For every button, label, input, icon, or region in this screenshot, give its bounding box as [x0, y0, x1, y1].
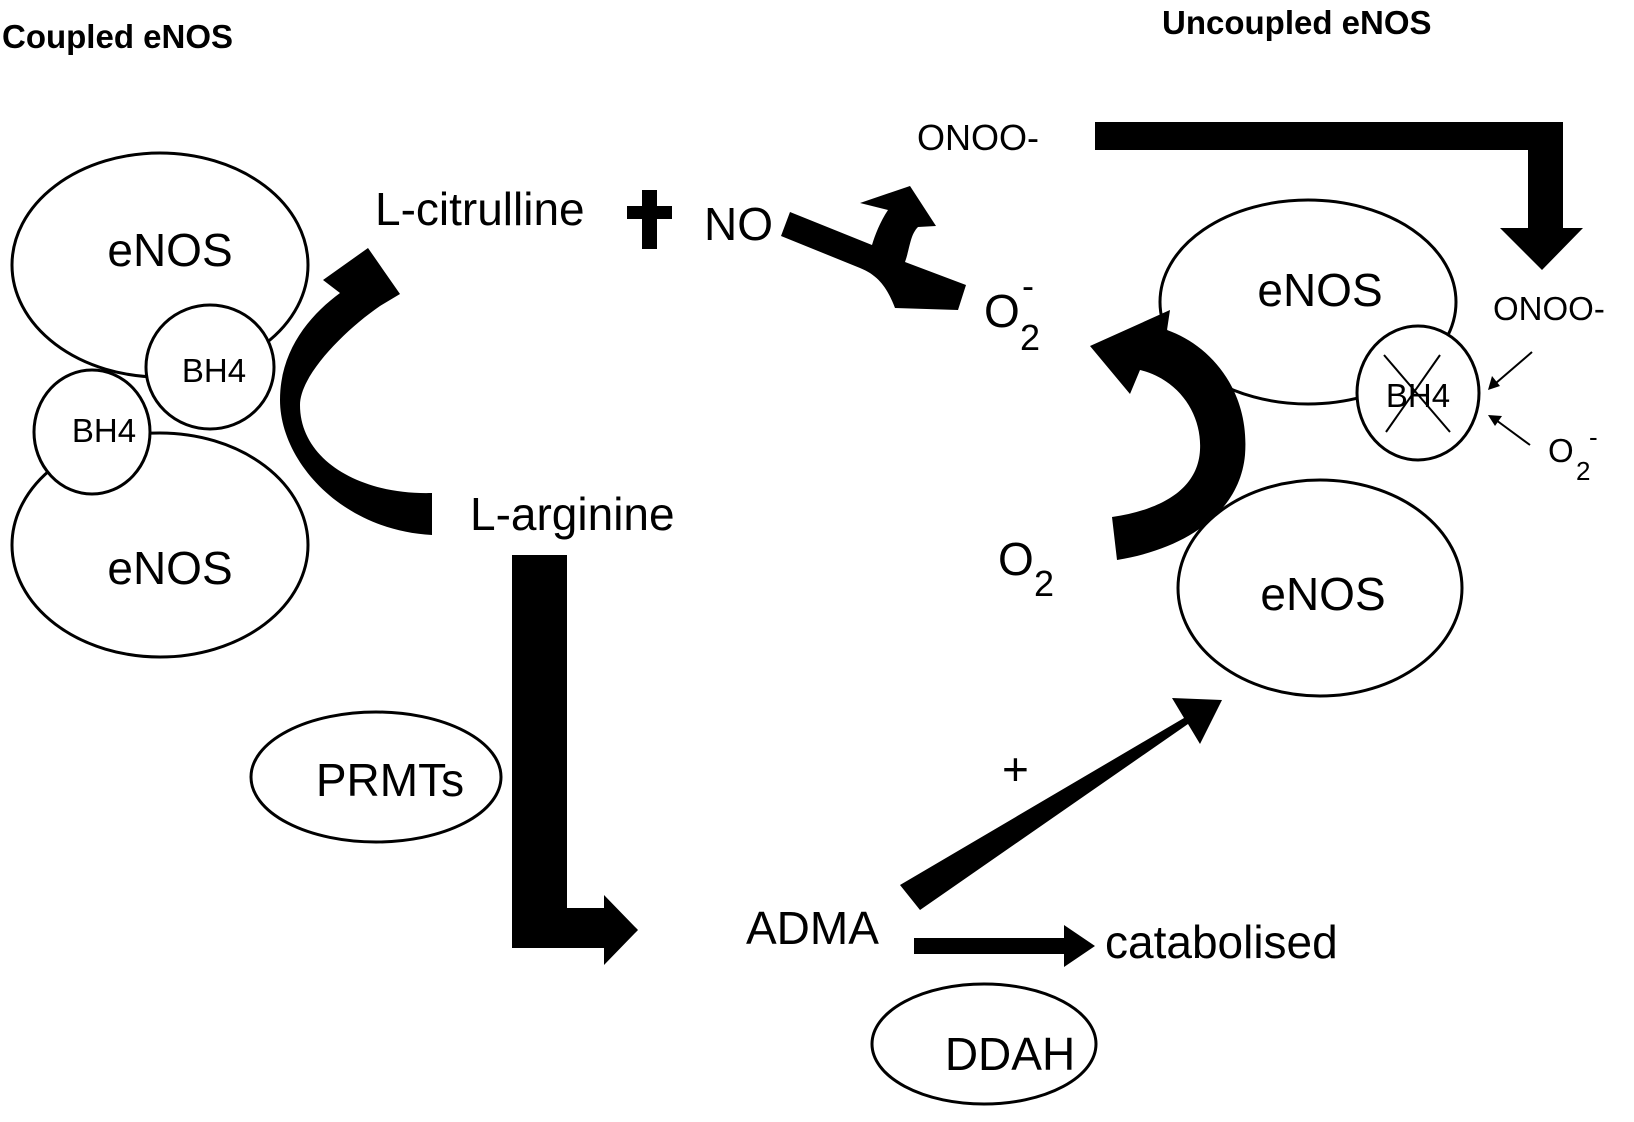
title-coupled-enos: Coupled eNOS [2, 18, 233, 55]
uncoupled-enos-top-label: eNOS [1257, 264, 1382, 316]
svg-text:2: 2 [1020, 317, 1040, 358]
bh4-cross-line-2 [1385, 354, 1441, 433]
arginine-to-adma-arrow [512, 555, 638, 965]
svg-text:-: - [1589, 422, 1598, 452]
adma-label: ADMA [746, 902, 879, 954]
svg-text:-: - [1022, 265, 1034, 306]
l-citrulline-label: L-citrulline [375, 183, 585, 235]
onoo-right-label: ONOO- [1493, 290, 1605, 327]
no-superoxide-merge-arrow [781, 186, 966, 310]
coupled-bh4-bottom-label: BH4 [72, 412, 136, 449]
plus-symbol-thick [627, 190, 672, 249]
l-arginine-label: L-arginine [470, 488, 675, 540]
onoo-feedback-arrow [1095, 122, 1583, 270]
plus-sign-label: + [1002, 743, 1029, 795]
onoo-to-bh4-small-arrow [1488, 351, 1533, 390]
ddah-ellipse [870, 982, 1098, 1106]
coupled-enos-bottom-label: eNOS [107, 542, 232, 594]
uncoupled-enos-dimer: eNOS eNOS BH4 [1158, 198, 1481, 698]
coupled-bh4-bottom-circle [32, 368, 152, 496]
coupled-enos-top-label: eNOS [107, 224, 232, 276]
svg-text:2: 2 [1034, 563, 1054, 604]
uncoupled-enos-bottom-ellipse [1176, 478, 1464, 698]
ddah-label: DDAH [945, 1028, 1075, 1080]
svg-text:2: 2 [1576, 456, 1590, 486]
adma-to-catabolised-arrow [914, 925, 1095, 967]
svg-text:O: O [998, 533, 1034, 585]
coupled-enos-dimer: eNOS eNOS BH4 BH4 [10, 151, 310, 659]
prmts-ellipse [249, 710, 503, 844]
oxygen-to-superoxide-curved-arrow [1090, 310, 1246, 560]
bh4-cross-line-1 [1383, 354, 1451, 433]
superoxide-to-bh4-small-arrow [1488, 415, 1531, 446]
svg-text:O: O [1548, 432, 1574, 469]
superoxide-small-label: O 2 - [1548, 422, 1598, 486]
coupled-bh4-top-circle [144, 303, 276, 431]
catabolised-label: catabolised [1105, 916, 1338, 968]
uncoupled-enos-bottom-label: eNOS [1260, 568, 1385, 620]
superoxide-label: O 2 - [984, 265, 1040, 358]
svg-text:O: O [984, 285, 1020, 337]
oxygen-label: O 2 [998, 533, 1054, 604]
adma-to-uncoupled-enos-arrow [900, 698, 1222, 910]
coupled-bh4-top-label: BH4 [182, 352, 246, 389]
prmts-label: PRMTs [316, 754, 464, 806]
arginine-to-citrulline-curved-arrow [280, 248, 432, 535]
no-label: NO [704, 198, 773, 250]
onoo-top-label: ONOO- [917, 117, 1039, 158]
title-uncoupled-enos: Uncoupled eNOS [1162, 4, 1432, 41]
